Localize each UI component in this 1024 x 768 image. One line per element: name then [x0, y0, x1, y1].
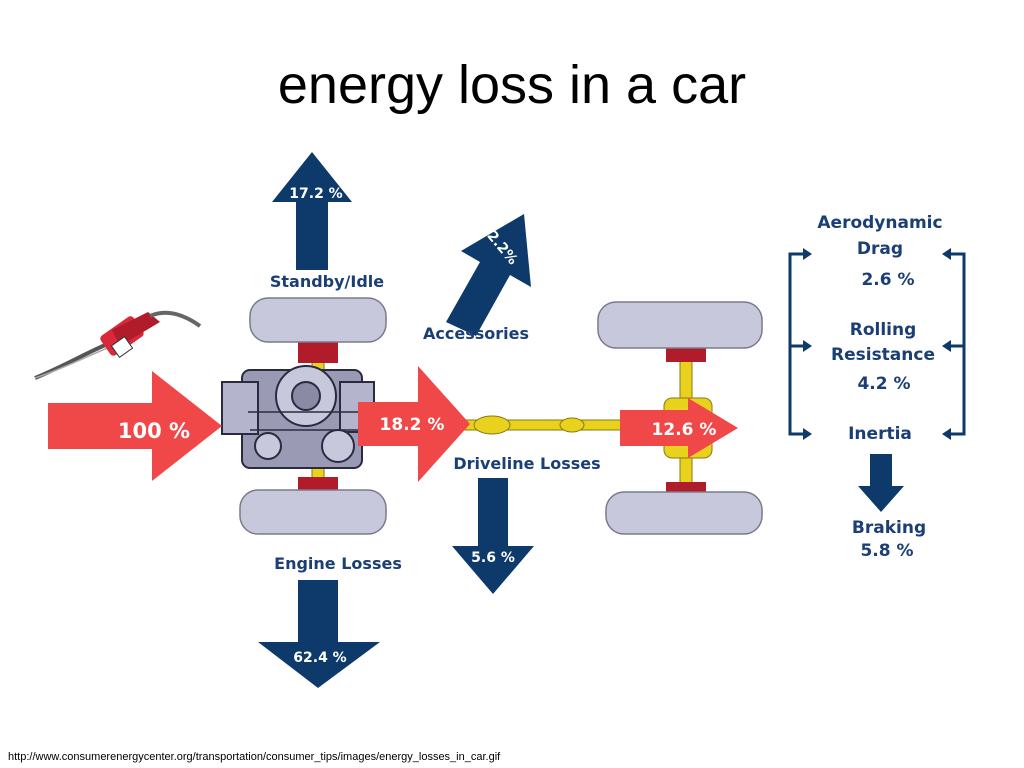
driveline-losses-label: Driveline Losses [453, 454, 600, 473]
braking-value: 5.8 % [860, 541, 913, 561]
fuel-nozzle-icon [34, 310, 202, 380]
aero-drag-label-line1: Aerodynamic [817, 213, 942, 233]
aero-drag-label-line2: Drag [857, 239, 903, 259]
slide-title: energy loss in a car [277, 55, 747, 115]
input-flow-value: 100 % [118, 419, 190, 443]
accessories-label: Accessories [423, 324, 529, 343]
braking-loss-arrow [858, 454, 904, 512]
rolling-label-line1: Rolling [850, 320, 917, 340]
engine-output-value: 18.2 % [380, 415, 445, 435]
driveline-loss-arrow [452, 478, 534, 594]
engine-icon [221, 365, 375, 469]
inertia-label: Inertia [848, 424, 912, 444]
rolling-value: 4.2 % [857, 374, 910, 394]
accessories-loss-arrow [446, 214, 531, 336]
wheel-input-value: 12.6 % [652, 420, 717, 440]
standby-loss-value: 17.2 % [289, 186, 342, 202]
engine-loss-arrow [258, 580, 380, 688]
engine-loss-value: 62.4 % [293, 650, 346, 666]
rolling-label-line2: Resistance [831, 345, 935, 365]
front-right-wheel [239, 489, 387, 535]
standby-loss-arrow [272, 152, 352, 270]
input-flow-arrow [48, 371, 222, 481]
driveline-loss-value: 5.6 % [471, 550, 515, 566]
rear-left-wheel [597, 301, 763, 349]
front-left-wheel [249, 297, 387, 343]
bracket-arrowheads [803, 248, 951, 440]
wheel-input-arrow [620, 398, 738, 458]
standby-label: Standby/Idle [270, 272, 384, 291]
aero-drag-value: 2.6 % [861, 270, 914, 290]
front-axle [239, 297, 387, 535]
engine-output-arrow [358, 366, 470, 482]
braking-label: Braking [852, 518, 926, 538]
engine-losses-label: Engine Losses [274, 554, 402, 573]
source-url: http://www.consumerenergycenter.org/tran… [8, 751, 501, 763]
rear-right-wheel [605, 491, 763, 535]
driveshaft [459, 415, 631, 435]
